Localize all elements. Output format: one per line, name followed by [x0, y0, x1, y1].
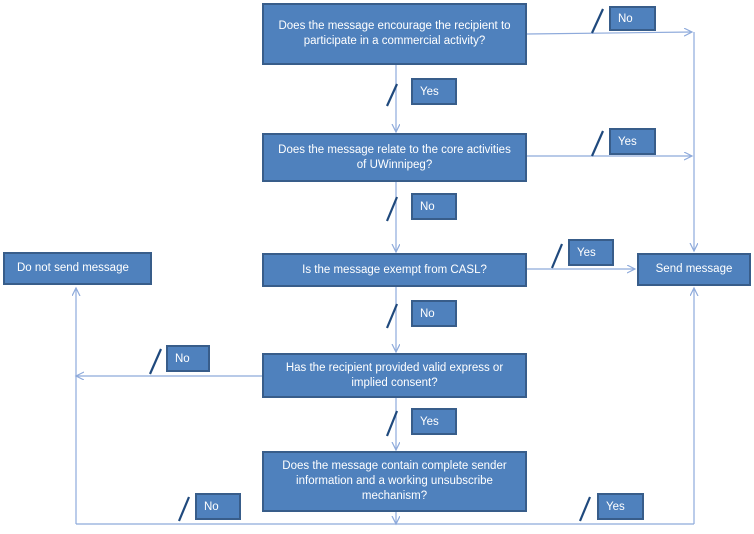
- label-q1-yes: Yes: [411, 78, 457, 105]
- slash-q5-yes: [578, 496, 592, 522]
- label-q1-no: No: [609, 6, 656, 31]
- outcome-do-not-send: Do not send message: [3, 252, 152, 285]
- label-q4-yes: Yes: [411, 408, 457, 435]
- slash-q1-yes: [385, 83, 399, 107]
- decision-sender-info-text: Does the message contain complete sender…: [282, 460, 507, 502]
- slash-q1-no: [591, 8, 604, 34]
- label-q2-no: No: [411, 193, 457, 220]
- label-q4-no-text: No: [175, 352, 190, 365]
- outcome-send-message: Send message: [637, 253, 751, 286]
- label-q1-yes-text: Yes: [420, 85, 439, 98]
- slash-q3-no: [385, 303, 399, 329]
- label-q5-yes-text: Yes: [606, 500, 625, 513]
- label-q4-yes-text: Yes: [420, 415, 439, 428]
- label-q3-no-text: No: [420, 307, 435, 320]
- label-q3-no: No: [411, 300, 457, 327]
- decision-exempt-casl-text: Is the message exempt from CASL?: [302, 263, 487, 276]
- slash-q4-no: [148, 348, 163, 375]
- edge-q1-right: [526, 32, 692, 34]
- label-q2-no-text: No: [420, 200, 435, 213]
- slash-q2-no: [385, 196, 399, 222]
- label-q3-yes: Yes: [568, 239, 614, 266]
- decision-core-activities-text: Does the message relate to the core acti…: [278, 143, 511, 171]
- slash-q5-no: [177, 496, 191, 522]
- decision-consent-text: Has the recipient provided valid express…: [285, 361, 504, 389]
- label-q1-no-text: No: [618, 12, 633, 25]
- slash-q3-yes: [550, 243, 564, 269]
- label-q5-no: No: [195, 493, 241, 520]
- decision-exempt-casl: Is the message exempt from CASL?: [262, 253, 527, 287]
- slash-q4-yes: [385, 410, 399, 437]
- label-q2-yes-text: Yes: [618, 135, 637, 148]
- outcome-send-message-text: Send message: [655, 263, 733, 275]
- label-q5-no-text: No: [204, 500, 219, 513]
- label-q5-yes: Yes: [597, 493, 644, 520]
- decision-sender-info: Does the message contain complete sender…: [262, 451, 527, 512]
- label-q3-yes-text: Yes: [577, 246, 596, 259]
- outcome-do-not-send-text: Do not send message: [17, 262, 129, 274]
- decision-core-activities: Does the message relate to the core acti…: [262, 133, 527, 182]
- label-q4-no: No: [166, 345, 210, 372]
- slash-q2-yes: [590, 130, 605, 157]
- decision-consent: Has the recipient provided valid express…: [262, 353, 527, 398]
- decision-commercial-activity-text: Does the message encourage the recipient…: [278, 20, 511, 47]
- decision-commercial-activity: Does the message encourage the recipient…: [262, 3, 527, 65]
- label-q2-yes: Yes: [609, 128, 656, 155]
